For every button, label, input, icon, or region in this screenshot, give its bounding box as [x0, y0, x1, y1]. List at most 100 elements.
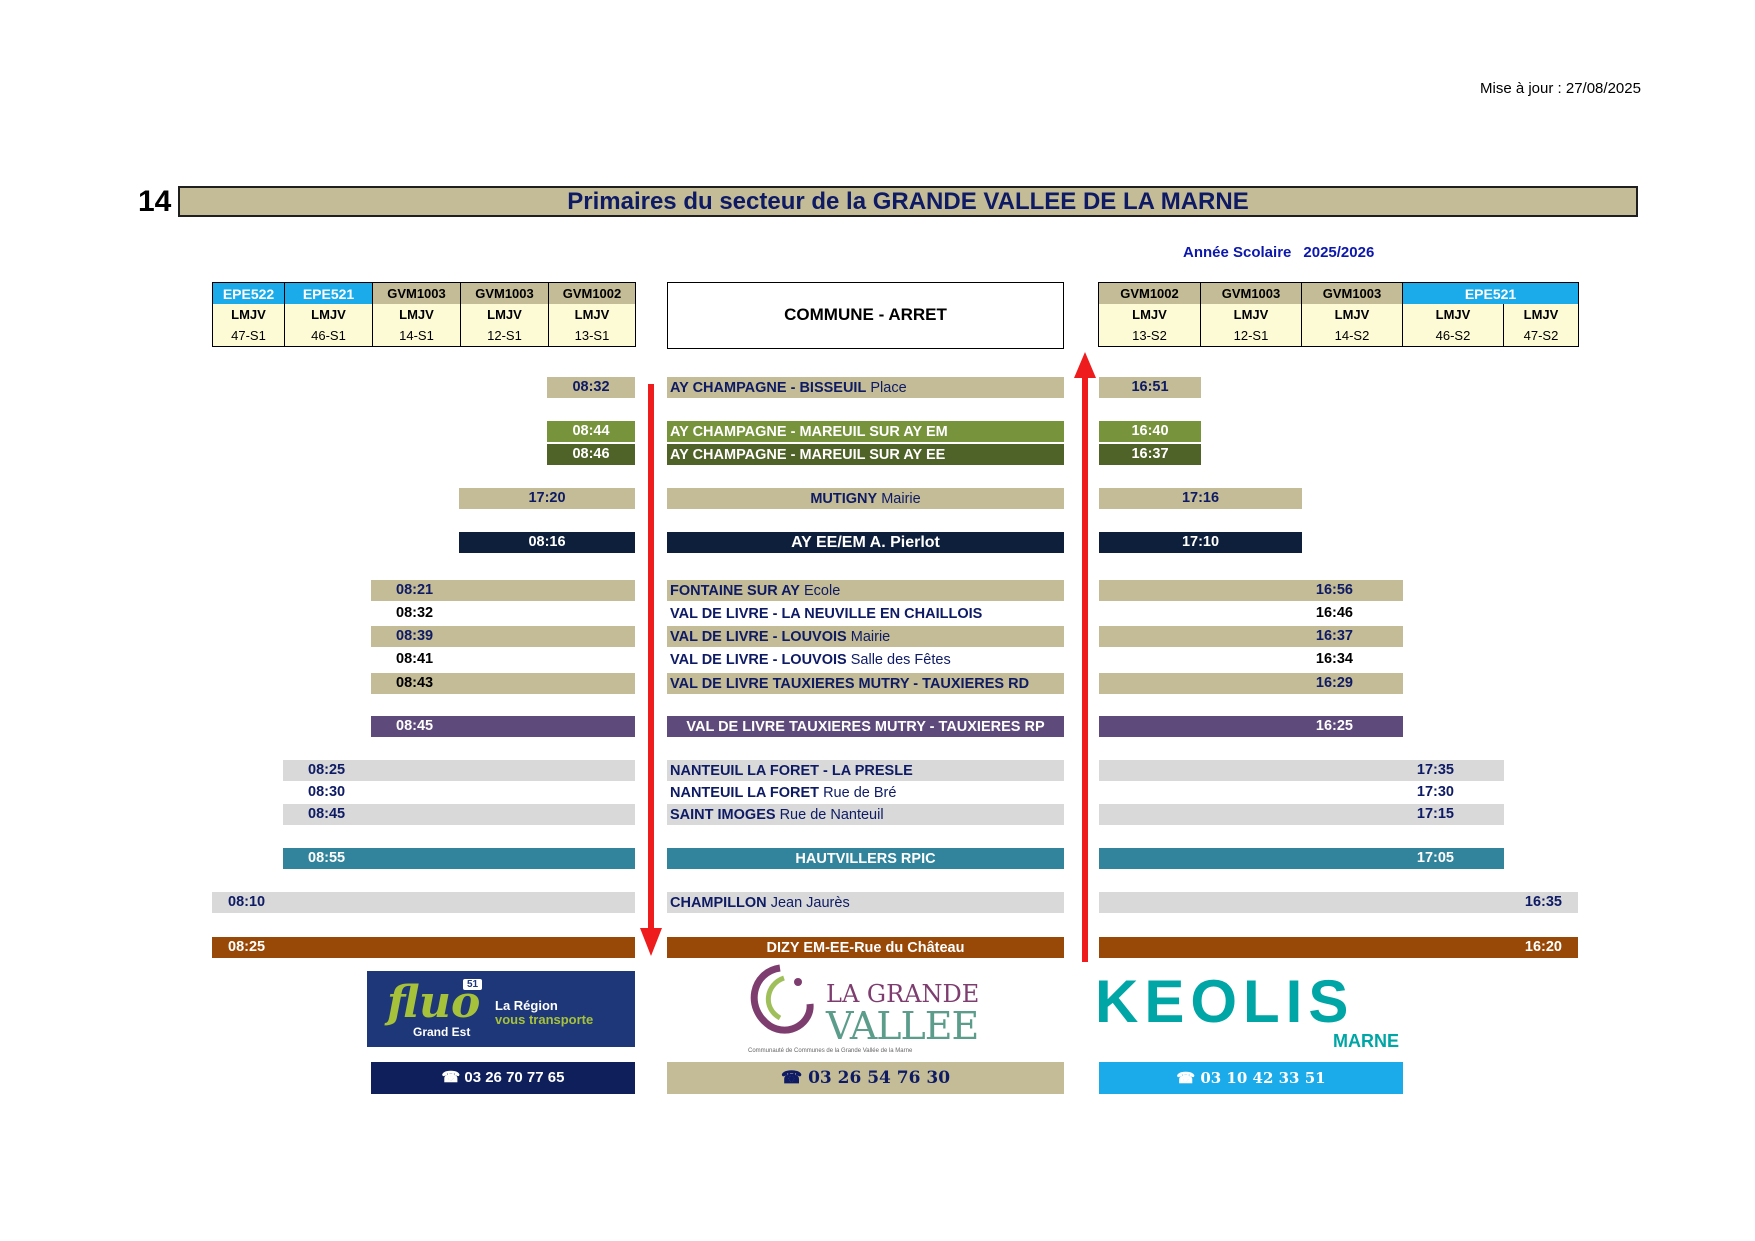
right-days-1: LMJV — [1098, 304, 1201, 325]
pm-time-mareuil-ee: 16:37 — [1099, 444, 1201, 465]
pm-time-fontaine: 16:56 — [1099, 580, 1403, 601]
stop-ay-pierlot: AY EE/EM A. Pierlot — [667, 532, 1064, 553]
stop-detail: Mairie — [881, 491, 921, 507]
stop-mareuil-em: AY CHAMPAGNE - MAREUIL SUR AY EM — [667, 421, 1064, 442]
grande-vallee-line2: VALLEE — [826, 1004, 979, 1048]
school-year-value: 2025/2026 — [1303, 244, 1375, 261]
stop-commune: VAL DE LIVRE - LOUVOIS — [670, 652, 847, 668]
pm-time-hautvillers: 17:05 — [1099, 848, 1504, 869]
right-header-table: GVM1002 GVM1003 GVM1003 EPE521 LMJV LMJV… — [1098, 282, 1579, 347]
pm-time-saint-imoges: 17:15 — [1099, 804, 1504, 825]
stop-louvois-salle: VAL DE LIVRE - LOUVOIS Salle des Fêtes — [667, 649, 1064, 670]
am-time-hautvillers: 08:55 — [283, 848, 635, 869]
fluo-logo-tag2: vous transporte — [495, 1012, 594, 1027]
am-time-neuville: 08:32 — [371, 603, 635, 624]
keolis-logo-word: KEOLIS — [1095, 968, 1355, 1035]
pm-time-tauxieres-rp: 16:25 — [1099, 716, 1403, 737]
right-service-4: EPE521 — [1402, 282, 1579, 304]
stop-mutigny: MUTIGNY Mairie — [667, 488, 1064, 509]
left-days-4: LMJV — [460, 304, 549, 325]
stop-commune: SAINT IMOGES — [670, 807, 776, 823]
stop-commune: AY CHAMPAGNE - MAREUIL SUR AY EM — [670, 424, 948, 440]
pm-time-nanteuil-bre: 17:30 — [1099, 782, 1504, 803]
am-time-mareuil-ee: 08:46 — [547, 444, 635, 465]
am-time-mareuil-em: 08:44 — [547, 421, 635, 442]
left-code-1: 47-S1 — [212, 325, 285, 347]
right-code-5: 47-S2 — [1503, 325, 1579, 347]
pm-time-mareuil-em: 16:40 — [1099, 421, 1201, 442]
stop-commune: FONTAINE SUR AY — [670, 583, 800, 599]
am-time-bisseuil: 08:32 — [547, 377, 635, 398]
stop-commune: VAL DE LIVRE TAUXIERES MUTRY - TAUXIERES… — [670, 676, 1030, 692]
stop-commune: NANTEUIL LA FORET — [670, 785, 820, 801]
am-time-louvois-salle: 08:41 — [371, 649, 635, 670]
grande-vallee-logo: LA GRANDE VALLEE Communauté de Communes … — [740, 960, 990, 1058]
school-year-label: Année Scolaire — [1183, 244, 1292, 261]
left-service-1: EPE522 — [212, 282, 285, 304]
stop-commune: VAL DE LIVRE - LA NEUVILLE EN CHAILLOIS — [670, 606, 983, 622]
stop-commune: VAL DE LIVRE - LOUVOIS — [670, 629, 847, 645]
left-code-2: 46-S1 — [284, 325, 373, 347]
right-days-3: LMJV — [1301, 304, 1403, 325]
left-service-4: GVM1003 — [460, 282, 549, 304]
stop-champillon: CHAMPILLON Jean Jaurès — [667, 892, 1064, 913]
pm-time-bisseuil: 16:51 — [1099, 377, 1201, 398]
stop-detail: Ecole — [804, 583, 841, 599]
update-date: Mise à jour : 27/08/2025 — [1480, 80, 1641, 97]
stop-nanteuil-bre: NANTEUIL LA FORET Rue de Bré — [667, 782, 1064, 803]
arrow-down-icon — [640, 384, 662, 956]
page-title: Primaires du secteur de la GRANDE VALLEE… — [178, 186, 1638, 217]
grande-vallee-line1: LA GRANDE — [826, 980, 980, 1008]
stop-commune: NANTEUIL LA FORET - LA PRESLE — [670, 763, 913, 779]
am-time-la-presle: 08:25 — [283, 760, 635, 781]
pm-time-champillon: 16:35 — [1099, 892, 1578, 913]
am-time-nanteuil-bre: 08:30 — [283, 782, 635, 803]
phone-fluo[interactable]: ☎ 03 26 70 77 65 — [371, 1062, 635, 1094]
stop-commune: CHAMPILLON — [670, 895, 767, 911]
am-time-mutigny: 17:20 — [459, 488, 635, 509]
right-service-3: GVM1003 — [1301, 282, 1403, 304]
pm-time-tauxieres-rd: 16:29 — [1099, 673, 1403, 694]
fluo-logo-tag1: La Région — [495, 998, 558, 1013]
arrow-up-icon — [1074, 352, 1096, 962]
stop-detail: Rue de Bré — [823, 785, 897, 801]
left-code-4: 12-S1 — [460, 325, 549, 347]
stop-commune: AY CHAMPAGNE - BISSEUIL — [670, 380, 867, 396]
keolis-logo-sub: MARNE — [1333, 1031, 1399, 1051]
stop-tauxieres-rd: VAL DE LIVRE TAUXIERES MUTRY - TAUXIERES… — [667, 673, 1064, 694]
stop-fontaine: FONTAINE SUR AY Ecole — [667, 580, 1064, 601]
right-code-2: 12-S1 — [1200, 325, 1302, 347]
pm-time-la-presle: 17:35 — [1099, 760, 1504, 781]
left-service-3: GVM1003 — [372, 282, 461, 304]
phone-grande-vallee[interactable]: ☎ 03 26 54 76 30 — [667, 1062, 1064, 1094]
left-days-3: LMJV — [372, 304, 461, 325]
am-time-champillon: 08:10 — [212, 892, 635, 913]
stop-detail: Mairie — [850, 629, 891, 645]
left-service-5: GVM1002 — [548, 282, 636, 304]
stop-louvois-mairie: VAL DE LIVRE - LOUVOIS Mairie — [667, 626, 1064, 647]
commune-header: COMMUNE - ARRET — [667, 282, 1064, 349]
stop-commune: MUTIGNY — [810, 491, 878, 507]
am-time-saint-imoges: 08:45 — [283, 804, 635, 825]
pm-time-louvois-salle: 16:34 — [1099, 649, 1403, 670]
stop-commune: AY CHAMPAGNE - MAREUIL SUR AY EE — [670, 447, 946, 463]
stop-hautvillers: HAUTVILLERS RPIC — [667, 848, 1064, 869]
am-time-tauxieres-rd: 08:43 — [371, 673, 635, 694]
stop-neuville: VAL DE LIVRE - LA NEUVILLE EN CHAILLOIS — [667, 603, 1064, 624]
right-days-5: LMJV — [1503, 304, 1579, 325]
phone-keolis[interactable]: ☎ 03 10 42 33 51 — [1099, 1062, 1403, 1094]
grande-vallee-swirl-icon — [750, 964, 814, 1034]
left-service-2: EPE521 — [284, 282, 373, 304]
fluo-logo-num: 51 — [463, 979, 483, 990]
left-days-2: LMJV — [284, 304, 373, 325]
stop-la-presle: NANTEUIL LA FORET - LA PRESLE — [667, 760, 1064, 781]
am-time-ay-pierlot: 08:16 — [459, 532, 635, 553]
pm-time-ay-pierlot: 17:10 — [1099, 532, 1302, 553]
stop-dizy: DIZY EM-EE-Rue du Château — [667, 937, 1064, 958]
stop-tauxieres-rp: VAL DE LIVRE TAUXIERES MUTRY - TAUXIERES… — [667, 716, 1064, 737]
am-time-louvois-mairie: 08:39 — [371, 626, 635, 647]
pm-time-louvois-mairie: 16:37 — [1099, 626, 1403, 647]
stop-detail: Salle des Fêtes — [850, 652, 951, 668]
route-number: 14 — [138, 185, 172, 218]
am-time-tauxieres-rp: 08:45 — [371, 716, 635, 737]
